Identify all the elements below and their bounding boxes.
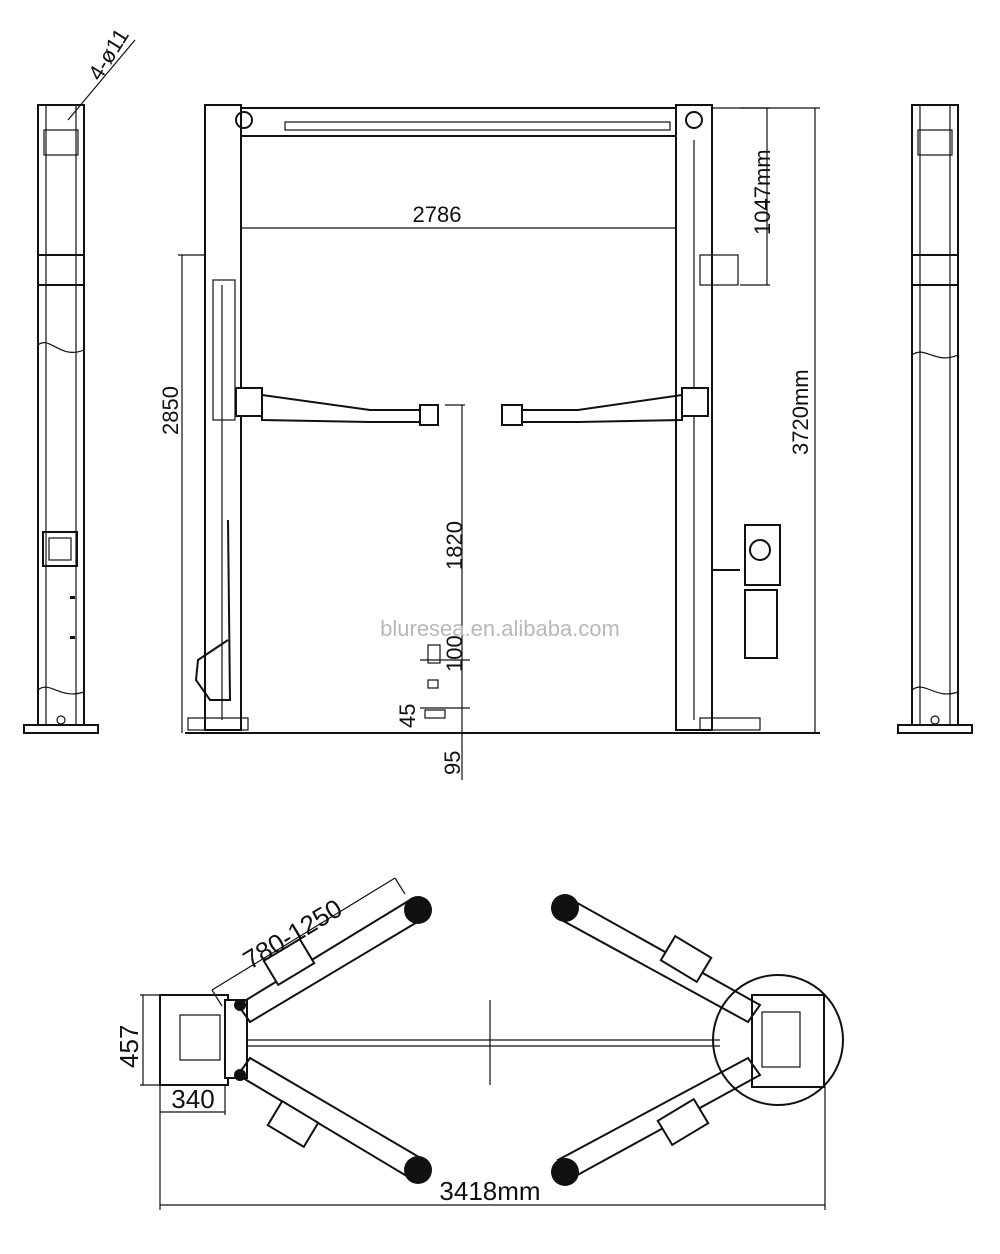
column-height-label: 2850 [158,386,183,435]
max-lift-label: 1820 [442,521,467,570]
min-height-label: 95 [440,751,465,775]
plan-view [140,877,844,1210]
bolt-holes-label: 4-ø11 [83,24,134,85]
left-side-view [23,39,136,734]
base-depth-label: 457 [114,1025,144,1068]
overall-width-label: 3418mm [439,1176,540,1206]
total-height-label: 3720mm [788,369,813,455]
pad-height-label: 100 [442,635,467,672]
front-view [178,104,820,780]
base-width-label: 340 [171,1084,214,1114]
watermark: bluresea.en.alibaba.com [380,616,620,641]
right-side-view [897,104,973,734]
adapter-height-label: 45 [395,704,420,728]
top-clearance-label: 1047mm [750,149,775,235]
inner-width-label: 2786 [413,202,462,227]
